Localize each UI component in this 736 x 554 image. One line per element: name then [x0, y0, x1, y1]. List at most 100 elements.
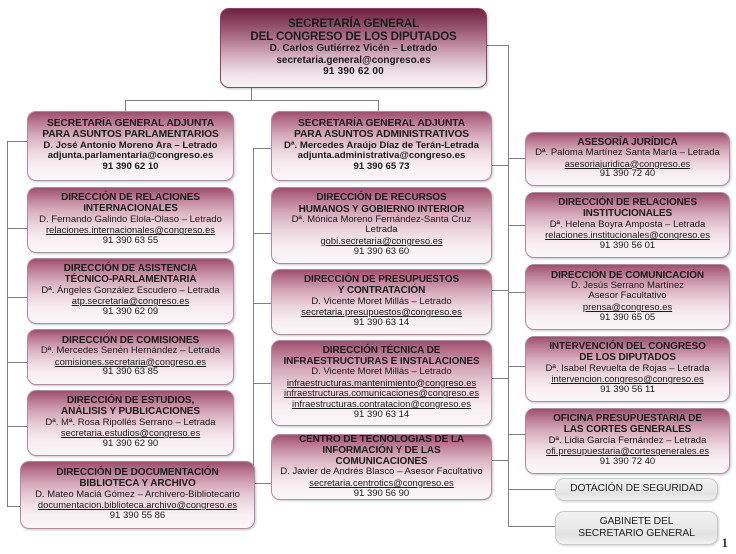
node-direccion-estudios-analisis-publicaciones[interactable]: DIRECCIÓN DE ESTUDIOS, ANÁLISIS Y PUBLIC…	[27, 390, 234, 456]
node-dotacion-seguridad[interactable]: DOTACIÓN DE SEGURIDAD	[555, 478, 718, 501]
node-title-line1: DIRECCIÓN DE RECURSOS	[316, 192, 447, 204]
node-phone: 91 390 62 09	[102, 305, 159, 317]
node-phone: 91 390 62 00	[323, 65, 384, 77]
node-title-line1: DIRECCIÓN DE ESTUDIOS,	[66, 395, 195, 407]
node-title-line2: PARA ASUNTOS PARLAMENTARIOS	[42, 129, 219, 141]
node-direccion-presupuestos-contratacion[interactable]: DIRECCIÓN DE PRESUPUESTOS Y CONTRATACIÓN…	[271, 269, 492, 335]
node-email: relaciones.internacionales@congreso.es	[46, 224, 215, 236]
node-title-line1: DIRECCIÓN DE RELACIONES	[558, 197, 697, 209]
connector-right-branch-1	[508, 158, 525, 159]
node-direccion-recursos-humanos-gobierno-interior[interactable]: DIRECCIÓN DE RECURSOS HUMANOS Y GOBIERNO…	[271, 187, 492, 264]
node-email: secretaria.presupuestos@congreso.es	[301, 306, 462, 318]
node-email: adjunta.administrativa@congreso.es	[297, 150, 466, 162]
node-direccion-tecnica-infraestructuras-instalaciones[interactable]: DIRECCIÓN TÉCNICA DE INFRAESTRUCTURAS E …	[271, 340, 492, 426]
node-email-3: infraestructuras.contratacion@congreso.e…	[292, 397, 471, 409]
node-person: Dª. Ángeles González Escudero – Letrada	[41, 284, 220, 296]
node-title-line2: PARA ASUNTOS ADMINISTRATIVOS	[293, 129, 470, 141]
connector-left-branch-4	[7, 426, 27, 427]
node-title-line1: DIRECCIÓN DE COMISIONES	[61, 334, 200, 346]
node-email: adjunta.parlamentaria@congreso.es	[47, 150, 214, 162]
node-phone: 91 390 65 73	[353, 161, 410, 173]
node-email: prensa@congreso.es	[582, 300, 673, 312]
connector-left-branch-3	[7, 362, 27, 363]
node-direccion-relaciones-institucionales[interactable]: DIRECCIÓN DE RELACIONES INSTITUCIONALES …	[525, 192, 730, 258]
node-person: D. Vicente Moret Millás – Letrado	[311, 295, 452, 307]
connector-center-head	[378, 100, 379, 111]
connector-center-feeder	[484, 165, 508, 166]
node-phone: 91 390 55 86	[109, 509, 166, 521]
node-title-line1: DIRECCIÓN DE DOCUMENTACIÓN	[56, 467, 219, 479]
connector-right-branch-7	[508, 526, 555, 527]
node-title-line1: GABINETE DEL	[599, 515, 674, 527]
node-title-line1: DIRECCIÓN DE COMUNICACIÓN	[550, 269, 705, 281]
node-title-line2: TÉCNICO-PARLAMENTARIA	[64, 274, 197, 286]
node-direccion-asistencia-tecnico-parlamentaria[interactable]: DIRECCIÓN DE ASISTENCIA TÉCNICO-PARLAMEN…	[27, 258, 234, 324]
node-phone: 91 390 63 60	[353, 245, 410, 257]
node-secretaria-general[interactable]: SECRETARÍA GENERAL DEL CONGRESO DE LOS D…	[220, 8, 487, 88]
connector-root-bar	[125, 100, 379, 101]
node-title-line1: DIRECCIÓN DE ASISTENCIA	[63, 263, 198, 275]
node-centro-tecnologias-informacion-comunicaciones[interactable]: CENTRO DE TECNOLOGÍAS DE LA INFORMACIÓN …	[271, 434, 492, 500]
node-phone: 91 390 63 14	[353, 316, 410, 328]
node-phone: 91 390 56 01	[599, 239, 656, 251]
connector-center-branch-0	[253, 148, 271, 149]
connector-root-stem	[251, 88, 252, 100]
node-direccion-relaciones-internacionales[interactable]: DIRECCIÓN DE RELACIONES INTERNACIONALES …	[27, 187, 234, 253]
node-person: Dª. Mercedes Senén Hernández – Letrada	[40, 345, 221, 356]
connector-right-branch-2	[508, 225, 525, 226]
node-title-line2: INTERNACIONALES	[83, 203, 178, 215]
node-asesoria-juridica[interactable]: ASESORÍA JURÍDICA Dª. Paloma Martínez Sa…	[525, 132, 730, 186]
node-title-line2: INSTITUCIONALES	[582, 208, 673, 220]
connector-left-head	[125, 100, 126, 111]
node-email: infraestructuras.mantenimiento@congreso.…	[286, 376, 477, 388]
node-sg-adjunta-administrativos[interactable]: SECRETARÍA GENERAL ADJUNTA PARA ASUNTOS …	[271, 111, 492, 181]
node-title-line2: HUMANOS Y GOBIERNO INTERIOR	[298, 203, 465, 215]
node-title-line2: INFRAESTRUCTURAS E INSTALACIONES	[283, 355, 480, 367]
node-title-line1: OFICINA PRESUPUESTARIA DE	[553, 413, 702, 425]
node-email: intervencion.congreso@congreso.es	[551, 373, 704, 385]
node-phone: 91 390 63 55	[102, 234, 159, 246]
node-phone: 91 390 63 14	[353, 408, 410, 420]
connector-right-branch-3	[508, 292, 525, 293]
connector-left-branch-1	[7, 228, 27, 229]
node-person: Dª. Mercedes Araújo Díaz de Terán-Letrad…	[284, 139, 479, 151]
node-direccion-documentacion-biblioteca-archivo[interactable]: DIRECCIÓN DE DOCUMENTACIÓN BIBLIOTECA Y …	[20, 461, 255, 529]
node-person: D. José Antonio Moreno Ara – Letrado	[43, 139, 218, 151]
node-sg-adjunta-parlamentarios[interactable]: SECRETARÍA GENERAL ADJUNTA PARA ASUNTOS …	[27, 111, 234, 181]
node-email: relaciones.institucionales@congreso.es	[545, 229, 710, 241]
node-title-line2: DE LOS DIPUTADOS	[579, 352, 676, 364]
node-title-line1: SECRETARÍA GENERAL	[287, 17, 420, 30]
connector-right-branch-6	[508, 489, 555, 490]
page-number: 1	[721, 535, 729, 550]
node-person: Dª. Isabel Revuelta de Rojas – Letrada	[545, 362, 710, 374]
connector-left-spine	[7, 141, 8, 506]
node-title-line1: DIRECCIÓN TÉCNICA DE	[322, 344, 441, 356]
connector-center-feeder-4	[484, 460, 508, 461]
connector-left-branch-5	[7, 506, 27, 507]
connector-center-feeder-2	[484, 290, 508, 291]
node-title-line1: DOTACIÓN DE SEGURIDAD	[570, 483, 703, 495]
node-direccion-comunicacion[interactable]: DIRECCIÓN DE COMUNICACIÓN D. Jesús Serra…	[525, 264, 730, 330]
node-person: Dª. Mónica Moreno Fernández-Santa Cruz	[291, 213, 472, 225]
node-gabinete-secretario-general[interactable]: GABINETE DEL SECRETARIO GENERAL	[555, 511, 718, 545]
connector-center-feeder-3	[484, 378, 508, 379]
node-person: D. Fernando Galindo Elola-Olaso – Letrad…	[39, 213, 222, 225]
node-person: Dª. Helena Boyra Amposta – Letrada	[549, 218, 706, 230]
node-email: atp.secretaria@congreso.es	[71, 295, 190, 307]
node-title-line2: SECRETARIO GENERAL	[578, 527, 695, 539]
node-intervencion-congreso-diputados[interactable]: INTERVENCIÓN DEL CONGRESO DE LOS DIPUTAD…	[525, 336, 730, 402]
node-title-line2: BIBLIOTECA Y ARCHIVO	[79, 478, 196, 490]
connector-right-spine	[508, 45, 509, 526]
node-phone: 91 390 63 85	[102, 366, 159, 378]
node-direccion-comisiones[interactable]: DIRECCIÓN DE COMISIONES Dª. Mercedes Sen…	[27, 329, 234, 385]
node-title-line2: DEL CONGRESO DE LOS DIPUTADOS	[250, 30, 457, 43]
connector-center-branch-2	[253, 303, 271, 304]
node-title-line1: ASESORÍA JURÍDICA	[577, 136, 678, 148]
node-person: D. Jesús Serrano Martínez	[571, 279, 684, 291]
node-person: D. Mateo Maciá Gómez – Archivero-Bibliot…	[35, 488, 240, 500]
node-email: secretaria.centrotics@congreso.es	[309, 476, 454, 488]
node-email: secretaria.general@congreso.es	[276, 54, 431, 66]
node-phone: 91 390 65 05	[599, 311, 656, 323]
node-oficina-presupuestaria-cortes-generales[interactable]: OFICINA PRESUPUESTARIA DE LAS CORTES GEN…	[525, 408, 730, 474]
